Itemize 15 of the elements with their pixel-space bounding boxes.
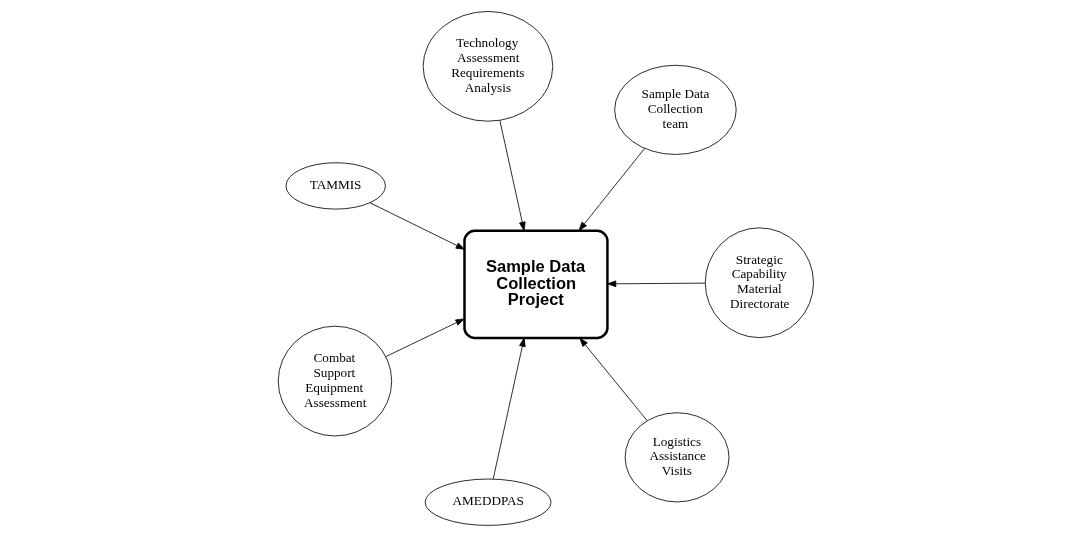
arrow [498,120,526,231]
arrow [578,337,648,422]
arrow [385,318,465,357]
arrow [492,337,526,480]
node-box: Sample Data Collection Project [462,229,609,340]
node-ellipse: AMEDDPAS [424,478,551,526]
node-ellipse: Sample Data Collection team [613,64,737,155]
arrow [606,280,705,288]
node-ellipse: Technology Assessment Requirements Analysis [422,11,553,122]
arrow [578,147,645,231]
arrow [369,202,465,250]
node-circle: Strategic Capability Material Directorate [704,227,814,339]
node-circle: Combat Support Equipment Assessment [277,325,392,437]
node-ellipse: TAMMIS [285,162,386,210]
node-ellipse: Logistics Assistance Visits [624,412,729,503]
